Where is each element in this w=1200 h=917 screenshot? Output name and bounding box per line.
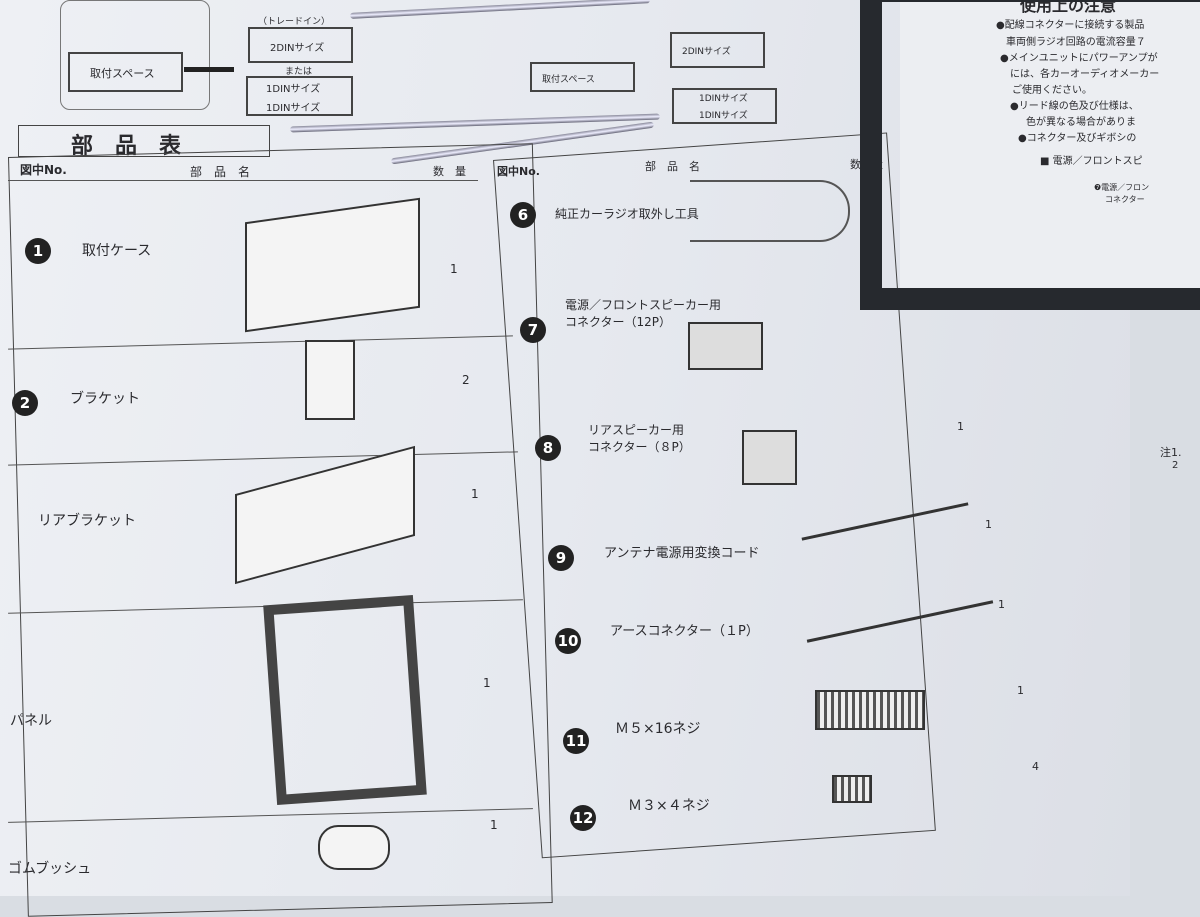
item-name: パネル bbox=[10, 713, 52, 729]
header-no: 図中No. bbox=[497, 165, 540, 178]
item-qty: 1 bbox=[490, 818, 498, 832]
note-line: ●リード線の色及び仕様は、 bbox=[1010, 101, 1139, 112]
item-number: 9 bbox=[548, 545, 574, 571]
item-number: 2 bbox=[12, 390, 38, 416]
removal-tool-drawing bbox=[690, 180, 850, 242]
item-qty: 1 bbox=[998, 598, 1005, 611]
note-line: ご使用ください。 bbox=[1012, 85, 1092, 96]
install-space-box: 取付スペース bbox=[68, 52, 183, 92]
din2-label: 2DINサイズ bbox=[270, 43, 325, 54]
note-line: 車両側ラジオ回路の電流容量７ bbox=[1006, 37, 1146, 48]
header-name: 部 品 名 bbox=[645, 160, 700, 173]
note-line: ■ 電源／フロントスピ bbox=[1040, 156, 1143, 167]
header-no: 図中No. bbox=[20, 163, 67, 177]
header-name: 部 品 名 bbox=[190, 165, 251, 179]
item-number: 7 bbox=[520, 317, 546, 343]
header-qty: 数 量 bbox=[433, 165, 466, 178]
item-number: 8 bbox=[535, 435, 561, 461]
side-note: 2 bbox=[1172, 460, 1179, 471]
item-name: 純正カーラジオ取外し工具 bbox=[555, 207, 699, 221]
item-name: Ｍ３×４ネジ bbox=[628, 798, 710, 814]
din1-label: 1DINサイズ bbox=[266, 84, 321, 95]
tray-label: （トレードイン） bbox=[258, 17, 331, 27]
item-name: Ｍ５×16ネジ bbox=[615, 721, 701, 737]
panel-drawing bbox=[263, 595, 427, 805]
side-note: 注1. bbox=[1160, 446, 1182, 459]
item-name: 電源／フロントスピーカー用 コネクター（12P） bbox=[565, 298, 722, 329]
divider bbox=[8, 180, 478, 181]
item-number: 12 bbox=[570, 805, 596, 831]
item-qty: 1 bbox=[985, 518, 992, 531]
item-name: リアブラケット bbox=[38, 513, 136, 529]
connector-8p-drawing bbox=[742, 430, 797, 485]
item-name: ゴムブッシュ bbox=[8, 861, 92, 877]
item-qty: 1 bbox=[450, 262, 458, 276]
note-line: ●コネクター及びギボシの bbox=[1018, 133, 1137, 144]
din1-label: 1DINサイズ bbox=[699, 111, 748, 121]
item-name: 取付ケース bbox=[82, 243, 152, 259]
item-number: 11 bbox=[563, 728, 589, 754]
note-line: 色が異なる場合がありま bbox=[1026, 117, 1136, 128]
install-space-label: 取付スペース bbox=[90, 67, 155, 80]
din2-label: 2DINサイズ bbox=[682, 47, 731, 57]
item-name: ブラケット bbox=[70, 391, 140, 407]
item-number: 10 bbox=[555, 628, 581, 654]
title-box: 部 品 表 bbox=[18, 125, 270, 159]
arrow-icon bbox=[184, 67, 234, 72]
rubber-bush-drawing bbox=[318, 825, 390, 870]
din2-box: 2DINサイズ bbox=[248, 27, 353, 63]
right-space-box: 取付スペース bbox=[530, 62, 635, 92]
panel-frame-photo bbox=[860, 0, 1200, 310]
din1-box: 1DINサイズ 1DINサイズ bbox=[246, 76, 353, 116]
notes-card: 使用上の注意 ●配線コネクターに接続する製品 車両側ラジオ回路の電流容量７ ●メ… bbox=[900, 0, 1200, 290]
note-line: ❼電源／フロン bbox=[1094, 183, 1150, 192]
right-din1-box: 1DINサイズ 1DINサイズ bbox=[672, 88, 777, 124]
item-name: アンテナ電源用変換コード bbox=[604, 546, 760, 561]
note-line: ●メインユニットにパワーアンプが bbox=[1000, 53, 1158, 64]
item-qty: 4 bbox=[1032, 760, 1039, 773]
or-label: または bbox=[285, 67, 313, 77]
item-qty: 1 bbox=[483, 676, 491, 690]
item-name: リアスピーカー用 コネクター（８P） bbox=[588, 423, 691, 454]
din1-label: 1DINサイズ bbox=[266, 103, 321, 114]
notes-heading: 使用上の注意 bbox=[1020, 0, 1117, 15]
item-number: 6 bbox=[510, 202, 536, 228]
connector-12p-drawing bbox=[688, 322, 763, 370]
right-din2-box: 2DINサイズ bbox=[670, 32, 765, 68]
bracket-drawing bbox=[305, 340, 355, 420]
note-line: には、各カーオーディオメーカー bbox=[1010, 69, 1160, 80]
screw-m5-drawing bbox=[815, 690, 925, 730]
note-line: コネクター bbox=[1105, 195, 1145, 204]
item-number: 1 bbox=[25, 238, 51, 264]
item-name: アースコネクター（１P） bbox=[610, 624, 759, 639]
note-line: ●配線コネクターに接続する製品 bbox=[996, 20, 1145, 31]
item-qty: 1 bbox=[1017, 684, 1024, 697]
item-qty: 2 bbox=[462, 373, 470, 387]
din1-label: 1DINサイズ bbox=[699, 94, 748, 104]
item-qty: 1 bbox=[471, 487, 479, 501]
install-space-label: 取付スペース bbox=[542, 75, 595, 85]
item-qty: 1 bbox=[957, 420, 964, 433]
dashboard-outline bbox=[60, 0, 210, 110]
page-title: 部 品 表 bbox=[71, 134, 182, 159]
screw-m3-drawing bbox=[832, 775, 872, 803]
